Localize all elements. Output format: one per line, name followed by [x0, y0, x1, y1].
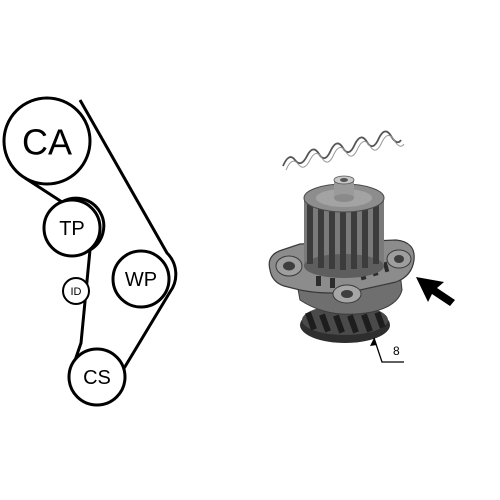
pulley-tp-label: TP [59, 218, 85, 240]
callout-number: 8 [393, 344, 400, 358]
pulley-ca: CA [2, 96, 92, 186]
pulley-id-label: ID [71, 286, 82, 298]
pulley-cs: CS [67, 347, 127, 407]
pulley-id: ID [62, 277, 90, 305]
pump-impeller [300, 305, 390, 343]
belt-routing-diagram: CA TP ID WP CS [2, 96, 178, 407]
part-callout: 8 [370, 337, 404, 363]
pulley-ca-label: CA [22, 122, 72, 163]
wavy-spring-icon [282, 130, 402, 167]
direction-arrow-icon [416, 277, 455, 306]
water-pump-image: 8 [268, 130, 455, 363]
pulley-wp: WP [111, 249, 171, 309]
pulley-tp: TP [42, 198, 102, 258]
pulley-wp-label: WP [125, 269, 157, 291]
pulley-cs-label: CS [83, 367, 111, 389]
pump-sprocket [303, 175, 385, 278]
